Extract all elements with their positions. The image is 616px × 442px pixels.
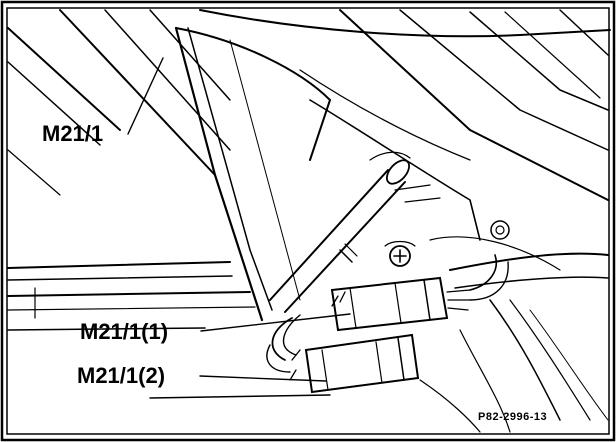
mounting-screw-icon [384, 240, 416, 267]
bolt-icon [490, 220, 510, 240]
door-sill [7, 261, 331, 399]
label-connector2: M21/1(2) [77, 363, 165, 388]
leader-lines [127, 57, 351, 382]
motor-shaft [269, 151, 441, 313]
leader-connector1 [200, 313, 351, 332]
connector-lower [289, 333, 420, 394]
leader-motor [127, 57, 164, 135]
leader-connector2 [199, 375, 327, 382]
label-connector1: M21/1(1) [80, 319, 168, 344]
door-pillar [174, 26, 481, 322]
figure-reference: P82-2996-13 [478, 411, 547, 423]
door-trim [419, 236, 609, 433]
roof-frame [199, 9, 611, 201]
connector-upper [330, 276, 471, 332]
inner-border [6, 7, 610, 435]
label-motor: M21/1 [42, 121, 103, 146]
window-glass [7, 9, 231, 196]
